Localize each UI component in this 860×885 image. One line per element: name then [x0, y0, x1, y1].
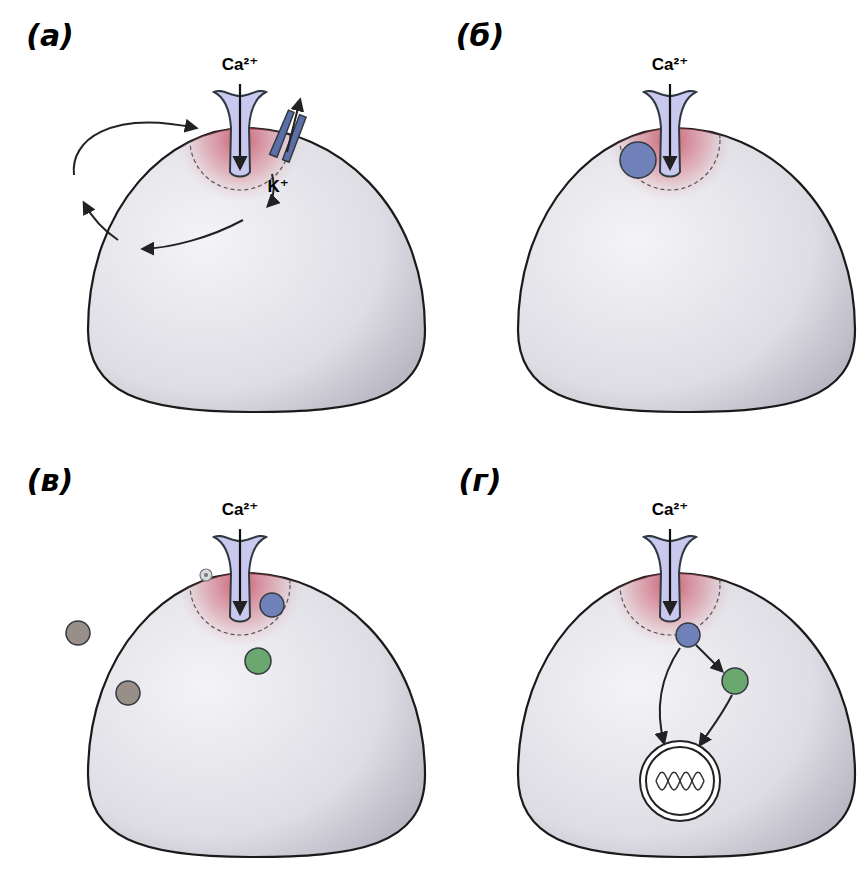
calcium-microdomain	[178, 78, 302, 202]
signal-arrow	[74, 123, 196, 175]
signal-arrow	[660, 648, 680, 743]
panel	[518, 523, 855, 857]
modulator	[200, 569, 212, 581]
effector	[116, 681, 140, 705]
panel	[88, 523, 425, 857]
potassium-efflux-arrow	[287, 100, 300, 152]
calcium-microdomain	[608, 523, 732, 647]
nucleus-inner	[646, 747, 714, 815]
panel	[88, 78, 425, 412]
panel	[518, 78, 855, 412]
nucleus	[640, 741, 720, 821]
potassium-channel	[270, 110, 307, 162]
calcium-sensor	[260, 593, 284, 617]
ion-label: Ca²⁺	[222, 501, 258, 518]
ion-label: Ca²⁺	[652, 56, 688, 73]
signal-arrow	[143, 220, 243, 249]
effector	[66, 621, 90, 645]
signal-arrow	[84, 203, 118, 240]
panel-label: (г)	[458, 466, 501, 496]
effector	[245, 648, 271, 674]
calcium-influx-arrow	[239, 529, 241, 613]
signal-arrow	[700, 695, 732, 745]
panel-label: (в)	[27, 466, 73, 496]
ion-label: Ca²⁺	[652, 501, 688, 518]
calcium-microdomain	[178, 523, 302, 647]
signal-arrow	[696, 645, 722, 671]
ion-label: K⁺	[267, 178, 288, 195]
calcium-sensor	[676, 623, 700, 647]
calcium-sensor	[620, 142, 656, 178]
panel-label: (а)	[26, 21, 74, 51]
effector	[722, 668, 748, 694]
modulator-core	[204, 573, 208, 577]
panel-label: (б)	[456, 21, 504, 51]
dna	[656, 772, 704, 790]
calcium-influx-arrow	[669, 84, 671, 168]
calcium-microdomain	[608, 78, 732, 202]
calcium-influx-arrow	[669, 529, 671, 613]
ion-label: Ca²⁺	[222, 56, 258, 73]
calcium-influx-arrow	[239, 84, 241, 168]
